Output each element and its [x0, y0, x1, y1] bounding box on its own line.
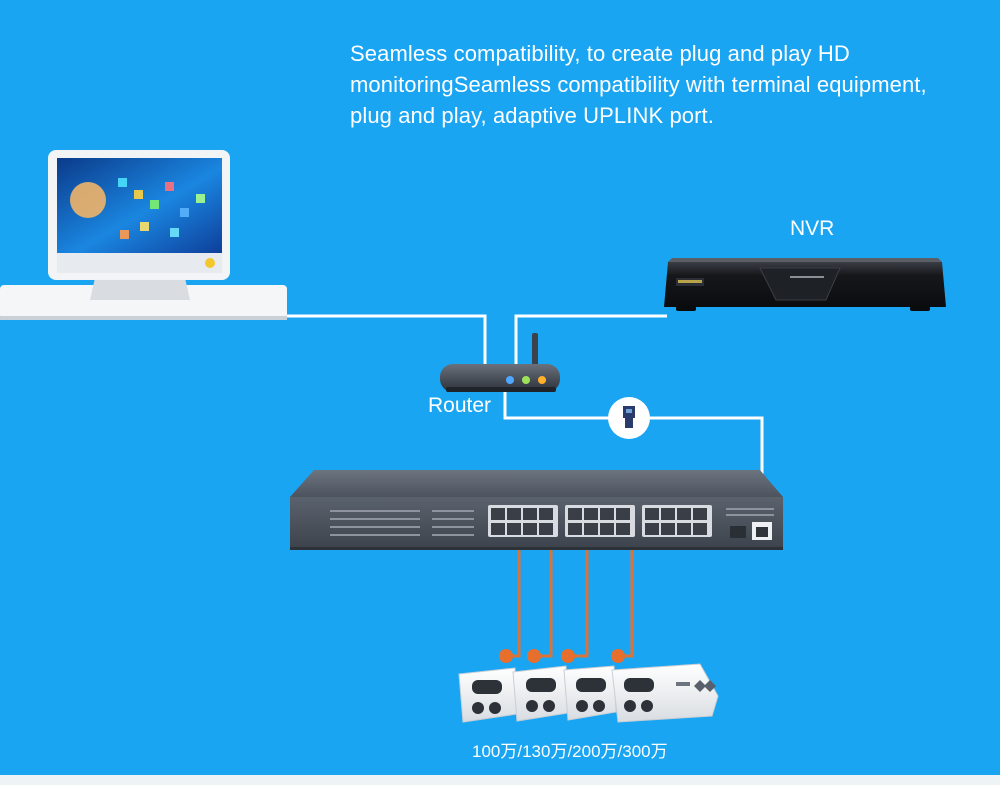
headline-line-1: Seamless compatibility, to create plug a…: [350, 41, 850, 66]
headline-line-3: plug and play, adaptive UPLINK port.: [350, 103, 714, 128]
cable-cam-3: [568, 535, 589, 658]
camera-2: [512, 665, 569, 722]
cable-cam-4: [618, 535, 634, 658]
cable-cam-2: [534, 535, 553, 658]
switch-ports: [491, 508, 707, 535]
switch-led-panel: [330, 508, 774, 536]
bottom-band: [0, 775, 1000, 785]
headline-line-2: monitoringSeamless compatibility with te…: [350, 72, 927, 97]
camera-resolutions-label: 100万/130万/200万/300万: [472, 742, 668, 761]
router-label: Router: [428, 394, 492, 417]
cables-orange: [506, 535, 634, 658]
camera-4: [611, 663, 719, 723]
headline: Seamless compatibility, to create plug a…: [350, 38, 980, 131]
router-icon: [440, 333, 560, 392]
cable-nvr-router: [514, 314, 667, 368]
cable-endpoints: [499, 649, 625, 663]
camera-1: [458, 667, 518, 723]
nvr-label: NVR: [790, 217, 835, 240]
computer-monitor-icon: [0, 150, 287, 320]
ethernet-plug-icon: [608, 397, 650, 439]
poe-switch-icon: [290, 470, 783, 550]
camera-3: [563, 665, 617, 721]
bullet-camera-icon: [458, 663, 719, 723]
cable-computer-router: [287, 314, 487, 368]
cable-cam-1: [506, 535, 521, 658]
nvr-recorder-icon: [664, 258, 946, 311]
